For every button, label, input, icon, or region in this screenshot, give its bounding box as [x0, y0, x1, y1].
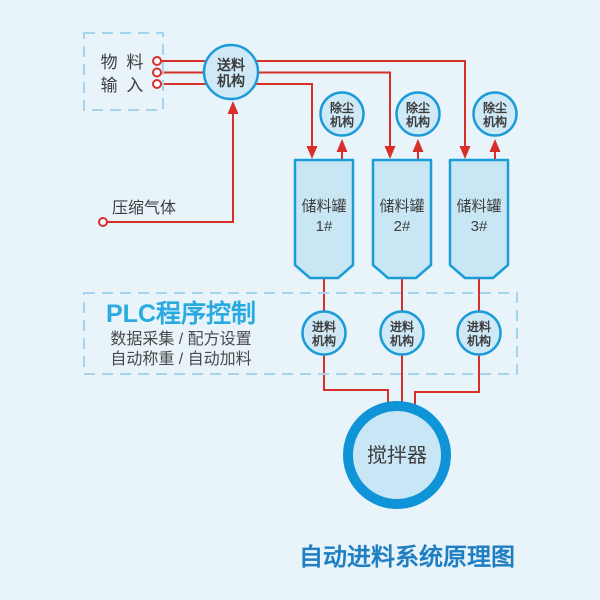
feed-unit-circle: [456, 310, 502, 356]
dust-remover-circle: [472, 91, 518, 137]
storage-tank-2: 储料罐 2#: [371, 158, 433, 280]
feeder-label-line2: 机构: [217, 73, 245, 89]
compressed-gas: 压缩气体: [98, 199, 176, 227]
compressed-gas-line: [107, 114, 234, 223]
feed-unit-label-line2: 机构: [312, 333, 336, 348]
dust-remover-3: 除尘 机构: [472, 91, 518, 137]
dust-remover-circle: [395, 91, 441, 137]
feed-unit-label-line1: 进料: [312, 319, 336, 334]
feed-unit-circle: [379, 310, 425, 356]
feeder-circle: [202, 43, 260, 101]
gas-port: [98, 217, 108, 227]
material-port-1: [152, 56, 162, 66]
dust-remover-2: 除尘 机构: [395, 91, 441, 137]
material-input-label-line2: 输 入: [101, 76, 146, 95]
feed-unit-2: 进料 机构: [379, 310, 425, 356]
storage-tank-number: 1#: [316, 218, 333, 235]
feeder-label-line1: 送料: [216, 57, 245, 73]
arrow-up-icon: [227, 101, 239, 114]
storage-tank-label: 储料罐: [379, 198, 424, 215]
arrow-up-icon: [336, 139, 348, 152]
dust-remover-label-line2: 机构: [330, 114, 354, 129]
storage-tank-3: 储料罐 3#: [448, 158, 510, 280]
feed-unit-label-line2: 机构: [467, 333, 491, 348]
dust-remover-label-line2: 机构: [483, 114, 507, 129]
arrow-down-icon: [306, 146, 318, 159]
feed-unit-label-line1: 进料: [390, 319, 414, 334]
diagram-title: 自动进料系统原理图: [299, 543, 515, 571]
storage-tank-shape: [293, 158, 355, 280]
mixer-label: 搅拌器: [367, 444, 427, 467]
dust-remover-circle: [319, 91, 365, 137]
dust-remover-1: 除尘 机构: [319, 91, 365, 137]
dust-remover-label-line1: 除尘: [406, 100, 430, 115]
mixer-node: 搅拌器: [343, 401, 451, 509]
feed-unit-3: 进料 机构: [456, 310, 502, 356]
storage-tank-label: 储料罐: [456, 198, 501, 215]
feed-unit-circle: [301, 310, 347, 356]
feed-unit-label-line1: 进料: [467, 319, 491, 334]
storage-tank-1: 储料罐 1#: [293, 158, 355, 280]
feed-unit-1: 进料 机构: [301, 310, 347, 356]
material-input-box: 物 料 输 入: [83, 32, 164, 111]
arrow-up-icon: [489, 139, 501, 152]
dust-remover-label-line1: 除尘: [483, 100, 507, 115]
storage-tank-number: 2#: [394, 218, 411, 235]
arrow-down-icon: [384, 146, 396, 159]
arrow-down-icon: [459, 146, 471, 159]
mixer-circle: [343, 401, 451, 509]
arrow-up-icon: [412, 139, 424, 152]
dust-remover-label-line1: 除尘: [330, 100, 354, 115]
storage-tank-shape: [448, 158, 510, 280]
feeder-node: 送料 机构: [202, 43, 260, 101]
storage-tank-shape: [371, 158, 433, 280]
material-input-label-line1: 物 料: [101, 53, 146, 72]
material-port-3: [152, 79, 162, 89]
plc-subtitle-line2: 自动称重 / 自动加料: [110, 350, 251, 368]
plc-subtitle-line1: 数据采集 / 配方设置: [110, 330, 251, 348]
plc-title: PLC程序控制: [106, 299, 256, 328]
plc-border: [83, 292, 518, 375]
compressed-gas-label: 压缩气体: [112, 199, 176, 217]
material-port-2: [152, 67, 162, 78]
storage-tank-label: 储料罐: [301, 198, 346, 215]
material-input-border: [83, 32, 164, 111]
feed-unit-label-line2: 机构: [390, 333, 414, 348]
feed-line-to-tank-3: [157, 60, 466, 147]
plc-control-box: PLC程序控制 数据采集 / 配方设置 自动称重 / 自动加料: [83, 292, 518, 375]
storage-tank-number: 3#: [471, 218, 488, 235]
dust-remover-label-line2: 机构: [406, 114, 430, 129]
